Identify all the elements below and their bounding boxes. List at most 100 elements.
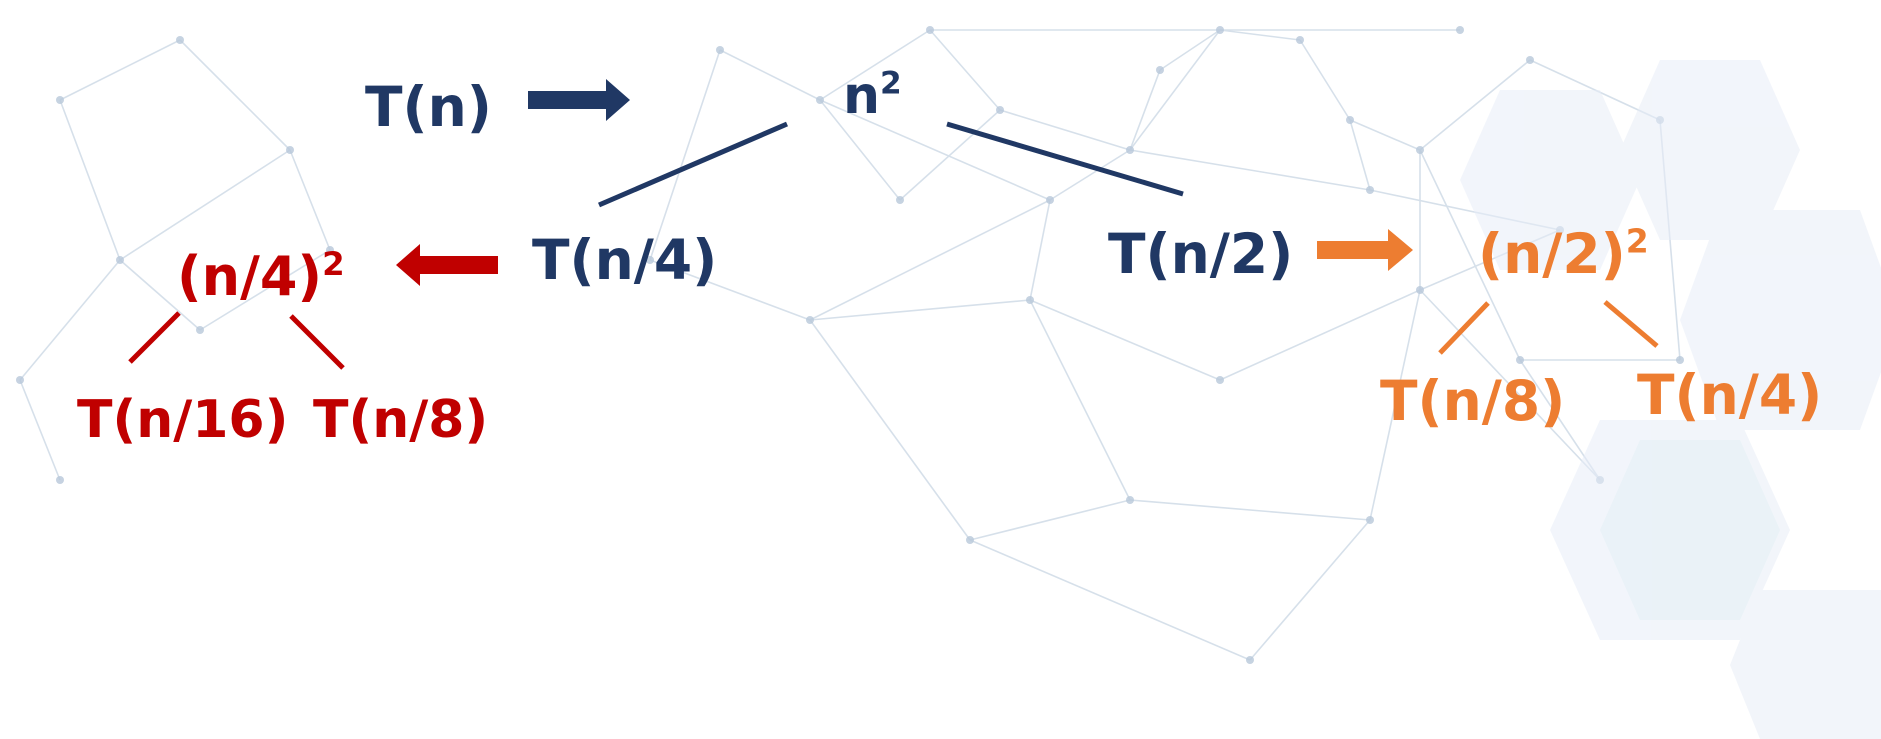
network-node xyxy=(176,36,184,44)
network-line xyxy=(929,29,1001,111)
network-line xyxy=(19,259,121,381)
n-2-squared-base: (n/2) xyxy=(1478,222,1626,286)
network-node xyxy=(1046,196,1054,204)
n-4-squared-base: (n/4) xyxy=(177,245,323,308)
network-node xyxy=(326,246,334,254)
network-line xyxy=(1219,289,1421,381)
network-node xyxy=(716,46,724,54)
network-line xyxy=(1029,299,1131,501)
network-line xyxy=(119,259,201,331)
network-node xyxy=(646,256,654,264)
edge-root-to-tn2 xyxy=(946,121,1184,197)
network-line xyxy=(199,249,331,331)
network-line xyxy=(1029,199,1051,301)
node-t-n: T(n) xyxy=(365,75,492,139)
arrow-left-icon xyxy=(396,244,498,286)
network-node xyxy=(1456,26,1464,34)
network-line xyxy=(289,149,331,251)
network-line xyxy=(1419,59,1531,151)
network-line xyxy=(59,99,121,261)
arrow-right-icon xyxy=(528,79,630,121)
edge-left-b xyxy=(289,314,345,370)
network-node xyxy=(1126,146,1134,154)
n-2-squared-exp: 2 xyxy=(1625,221,1649,261)
network-node xyxy=(896,196,904,204)
network-line xyxy=(1049,149,1131,201)
network-line xyxy=(1129,499,1371,521)
network-line xyxy=(1349,119,1371,191)
node-n-2-squared: (n/2)2 xyxy=(1478,225,1649,282)
edge-left-a xyxy=(128,311,181,364)
network-node xyxy=(1416,146,1424,154)
n-4-squared-exp: 2 xyxy=(322,244,345,283)
network-line xyxy=(1129,29,1221,151)
network-node xyxy=(1366,516,1374,524)
network-node xyxy=(1216,376,1224,384)
network-line xyxy=(119,149,291,261)
arrow-right-icon xyxy=(1317,229,1413,271)
network-node xyxy=(806,316,814,324)
network-line xyxy=(1129,69,1161,151)
network-node xyxy=(1346,116,1354,124)
network-line xyxy=(649,259,811,321)
node-t-n-4-right: T(n/4) xyxy=(1637,363,1823,427)
network-line xyxy=(649,49,721,261)
network-node xyxy=(56,96,64,104)
node-t-n-4: T(n/4) xyxy=(532,228,718,292)
network-line xyxy=(809,319,971,541)
network-node xyxy=(56,476,64,484)
network-node xyxy=(926,26,934,34)
network-node xyxy=(1526,56,1534,64)
network-line xyxy=(719,49,821,101)
network-line xyxy=(999,109,1131,151)
network-node xyxy=(1296,36,1304,44)
network-line xyxy=(809,199,1051,321)
network-line xyxy=(1369,289,1421,521)
network-line xyxy=(1029,299,1221,381)
network-line xyxy=(179,39,291,151)
network-node xyxy=(1216,26,1224,34)
network-line xyxy=(1219,29,1301,41)
network-node xyxy=(966,536,974,544)
network-node xyxy=(16,376,24,384)
edge-right-a xyxy=(1438,301,1490,355)
network-line xyxy=(819,99,1051,201)
network-node xyxy=(1676,356,1684,364)
network-node xyxy=(1126,496,1134,504)
network-line xyxy=(1419,149,1521,361)
network-node xyxy=(996,106,1004,114)
network-node xyxy=(1366,186,1374,194)
n-squared-base: n xyxy=(843,66,881,126)
network-line xyxy=(819,99,901,201)
network-line xyxy=(819,29,931,101)
network-line xyxy=(899,109,1001,201)
network-node xyxy=(286,146,294,154)
edge-right-b xyxy=(1603,300,1659,348)
node-t-n-8-left: T(n/8) xyxy=(313,390,489,450)
network-node xyxy=(1416,286,1424,294)
network-node xyxy=(116,256,124,264)
network-line xyxy=(1349,119,1421,151)
edge-root-to-tn4 xyxy=(598,121,788,208)
network-line xyxy=(969,499,1131,541)
network-line xyxy=(969,539,1251,661)
node-t-n-8-right: T(n/8) xyxy=(1380,369,1566,433)
n-squared-exp: 2 xyxy=(880,65,902,102)
network-line xyxy=(1159,29,1221,71)
network-line xyxy=(59,39,181,101)
network-node xyxy=(1246,656,1254,664)
node-n-squared: n2 xyxy=(843,68,902,122)
node-t-n-16: T(n/16) xyxy=(77,390,289,450)
network-line xyxy=(809,299,1031,321)
node-n-4-squared: (n/4)2 xyxy=(177,248,345,304)
network-line xyxy=(19,379,61,481)
network-line xyxy=(1129,149,1371,191)
network-node xyxy=(196,326,204,334)
network-line xyxy=(1249,519,1371,661)
network-node xyxy=(1516,356,1524,364)
node-t-n-2: T(n/2) xyxy=(1108,222,1294,286)
network-node xyxy=(1026,296,1034,304)
